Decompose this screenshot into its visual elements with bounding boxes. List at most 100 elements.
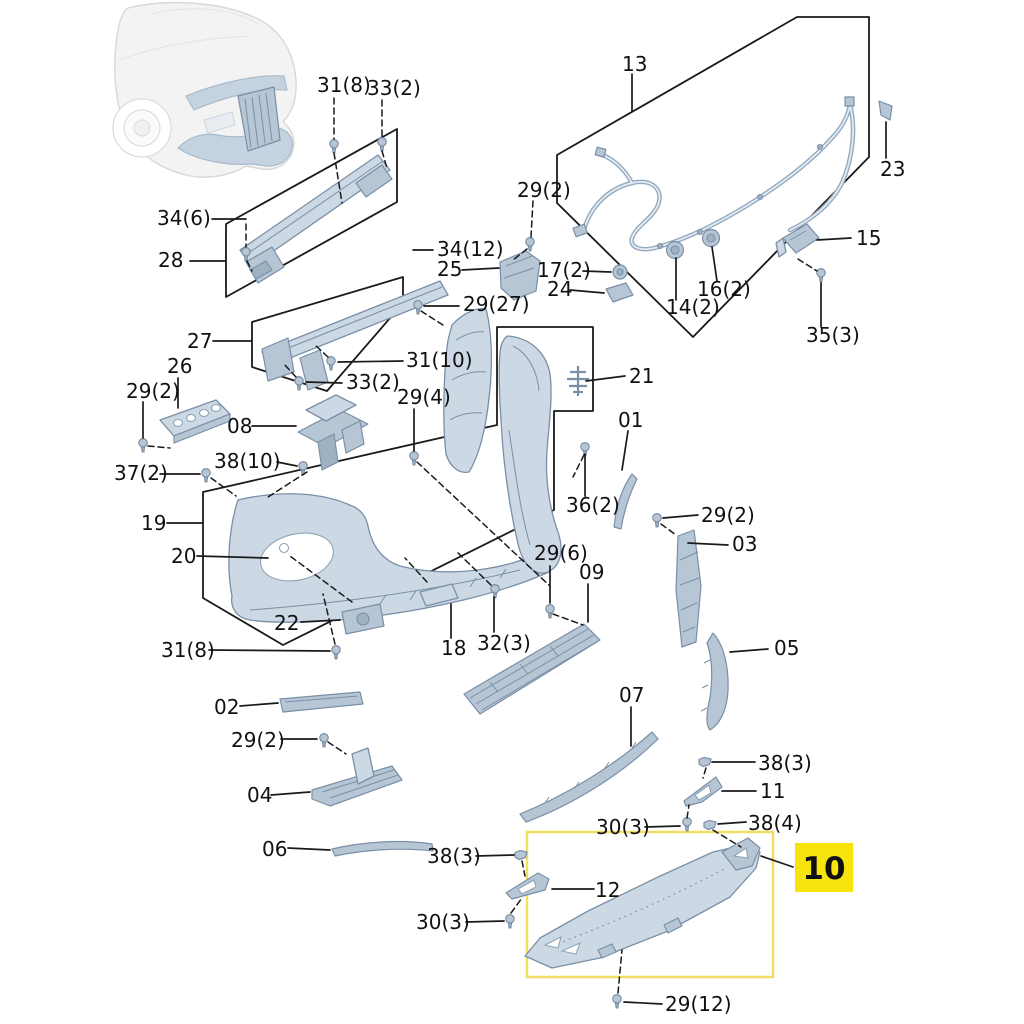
callout-11[interactable]: 11 [760, 779, 785, 803]
callout-07[interactable]: 07 [619, 683, 644, 707]
part-strip-02 [279, 691, 364, 713]
callout-10-highlighted[interactable]: 10 [802, 851, 845, 887]
screw-29-2-right [652, 512, 662, 528]
part-trim-strip-01 [613, 473, 638, 530]
callout-32-3[interactable]: 32(3) [477, 631, 531, 655]
screw-31-10 [326, 356, 336, 371]
part-mesh-strip-03 [675, 529, 702, 648]
part-corner-grille-04 [311, 747, 403, 807]
screw-29-12 [612, 993, 622, 1009]
callout-34-6[interactable]: 34(6) [157, 206, 211, 230]
part-strip-06 [331, 840, 434, 857]
callout-31-8-bottom[interactable]: 31(8) [161, 638, 215, 662]
highlight-label-box[interactable] [795, 843, 853, 892]
callout-29-2-right[interactable]: 29(2) [701, 503, 755, 527]
callout-28[interactable]: 28 [158, 248, 183, 272]
screw-31-8-bottom [331, 644, 341, 660]
box-lower-bar-27 [251, 276, 404, 392]
callout-29-2-left[interactable]: 29(2) [126, 379, 180, 403]
callout-30-3-bottom[interactable]: 30(3) [416, 910, 470, 934]
part-wiring-harness-13 [572, 96, 856, 252]
callout-37-2[interactable]: 37(2) [114, 461, 168, 485]
callout-29-4[interactable]: 29(4) [397, 385, 451, 409]
group-leader-lines [142, 73, 887, 1005]
callout-25[interactable]: 25 [437, 257, 462, 281]
callout-33-2-top[interactable]: 33(2) [367, 76, 421, 100]
callout-24[interactable]: 24 [547, 277, 572, 301]
screw-33-2-mid [294, 376, 304, 391]
callout-03[interactable]: 03 [732, 532, 757, 556]
screw-35-3 [816, 268, 826, 283]
callout-12[interactable]: 12 [595, 878, 620, 902]
callout-35-3[interactable]: 35(3) [806, 323, 860, 347]
callout-19[interactable]: 19 [141, 511, 166, 535]
screw-29-27 [413, 300, 423, 315]
grille-preview [237, 86, 281, 152]
callout-08[interactable]: 08 [227, 414, 252, 438]
callout-02[interactable]: 02 [214, 695, 239, 719]
part-bracket-12 [505, 872, 550, 900]
part-bracket-26 [159, 399, 231, 444]
callout-14-2[interactable]: 14(2) [666, 295, 720, 319]
part-sensor-16 [701, 228, 721, 248]
callout-26[interactable]: 26 [167, 354, 192, 378]
part-radar-module-15 [775, 223, 820, 258]
screw-29-2-bottomleft [319, 732, 329, 748]
callout-38-3-right[interactable]: 38(3) [758, 751, 812, 775]
group-callouts: 31(8) 33(2) 13 23 34(6) 28 29(2) 34(12) … [114, 52, 905, 1016]
callout-16-2[interactable]: 16(2) [697, 277, 751, 301]
screw-30-3-right [682, 816, 692, 832]
callout-38-3-bottom[interactable]: 38(3) [427, 844, 481, 868]
part-side-bracket [443, 308, 493, 473]
callout-20[interactable]: 20 [171, 544, 196, 568]
callout-06[interactable]: 06 [262, 837, 287, 861]
part-trim-05 [700, 632, 729, 731]
callout-31-10[interactable]: 31(10) [406, 348, 473, 372]
group-dashed-lines [147, 97, 818, 994]
clip-38-4 [703, 819, 717, 831]
callout-36-2[interactable]: 36(2) [566, 493, 620, 517]
callout-04[interactable]: 04 [247, 783, 272, 807]
part-clip-23 [878, 100, 893, 121]
callout-33-2-mid[interactable]: 33(2) [346, 370, 400, 394]
callout-21[interactable]: 21 [629, 364, 654, 388]
clip-38-3-right [698, 756, 712, 768]
clip-38-3-bottom [514, 849, 528, 861]
screw-32-3 [490, 583, 500, 599]
highlight-outline-box [525, 830, 775, 979]
callout-23[interactable]: 23 [880, 157, 905, 181]
part-bumper-cover-19-20 [228, 335, 562, 623]
screw-30-3-bottom [505, 913, 515, 929]
callout-17-2[interactable]: 17(2) [537, 258, 591, 282]
callout-29-12[interactable]: 29(12) [665, 992, 732, 1016]
callout-05[interactable]: 05 [774, 636, 799, 660]
group-outline-boxes [202, 16, 870, 979]
callout-29-2-bottomleft[interactable]: 29(2) [231, 728, 285, 752]
callout-22[interactable]: 22 [274, 611, 299, 635]
screw-37-2 [201, 468, 211, 483]
callout-29-2-top[interactable]: 29(2) [517, 178, 571, 202]
callout-01[interactable]: 01 [618, 408, 643, 432]
callout-30-3-right[interactable]: 30(3) [596, 815, 650, 839]
headlight-preview [203, 111, 236, 134]
part-trim-07 [519, 731, 659, 823]
callout-13[interactable]: 13 [622, 52, 647, 76]
callout-09[interactable]: 09 [579, 560, 604, 584]
callout-38-10[interactable]: 38(10) [214, 449, 281, 473]
callout-27[interactable]: 27 [187, 329, 212, 353]
callout-29-6[interactable]: 29(6) [534, 541, 588, 565]
callout-29-27[interactable]: 29(27) [463, 292, 530, 316]
part-sensor-holder-25 [499, 250, 541, 301]
screw-29-6 [545, 603, 555, 619]
box-harness-13 [556, 16, 870, 338]
callout-38-4[interactable]: 38(4) [748, 811, 802, 835]
callout-15[interactable]: 15 [856, 226, 881, 250]
part-skid-plate-10 [524, 837, 761, 969]
part-bracket-24 [605, 282, 634, 303]
bumper-carrier-preview [185, 75, 288, 111]
part-bracket-11 [683, 776, 723, 807]
callout-18[interactable]: 18 [441, 636, 466, 660]
callout-34-12[interactable]: 34(12) [437, 237, 504, 261]
callout-31-8-top[interactable]: 31(8) [317, 73, 371, 97]
part-lower-reinforcement-27 [261, 280, 449, 391]
